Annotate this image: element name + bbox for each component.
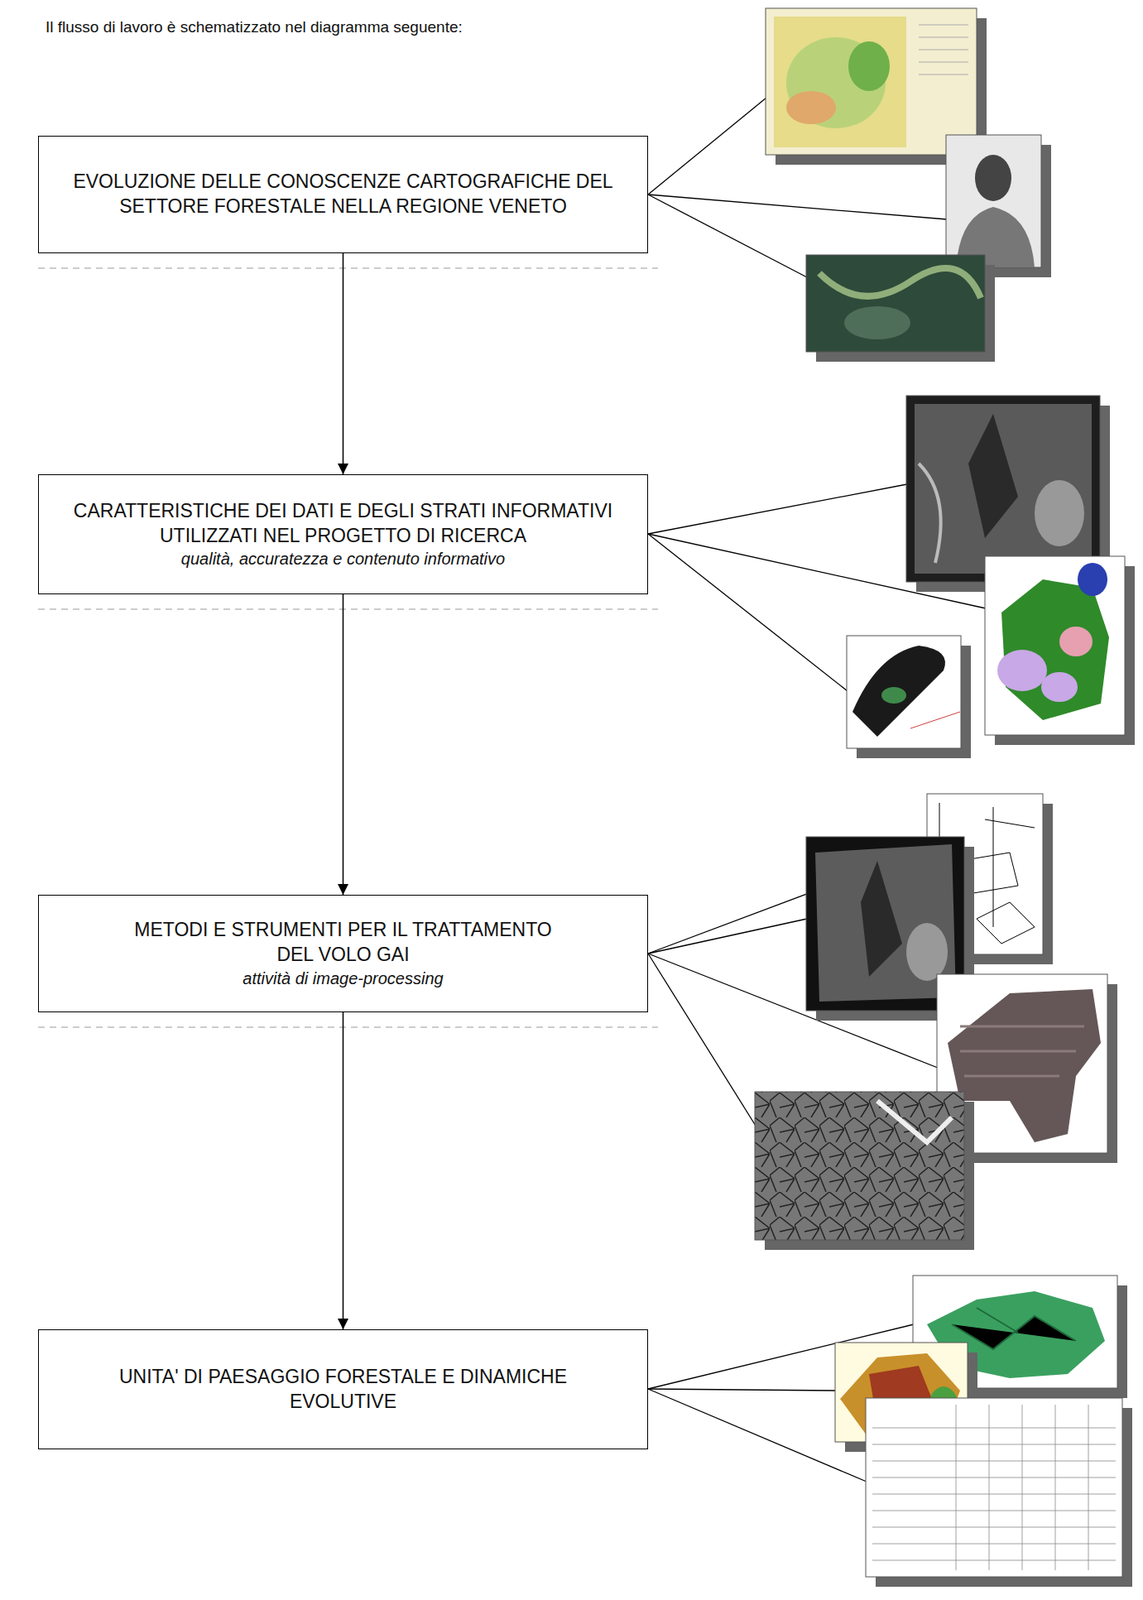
- thumbnail: [865, 1397, 1133, 1587]
- thumbnail: [846, 635, 971, 759]
- process-box: METODI E STRUMENTI PER IL TRATTAMENTO DE…: [38, 894, 649, 1013]
- thumbnail: [984, 556, 1135, 745]
- separator: [38, 268, 658, 1028]
- process-box: CARATTERISTICHE DEI DATI E DEGLI STRATI …: [38, 474, 649, 595]
- flow-arrow: [342, 253, 345, 475]
- box-subtitle: qualità, accuratezza e contenuto informa…: [181, 547, 505, 570]
- thumbnail: [806, 254, 995, 362]
- box-title: UNITA' DI PAESAGGIO FORESTALE E DINAMICH…: [115, 1364, 571, 1415]
- flow-arrow: [342, 594, 345, 895]
- box-title: EVOLUZIONE DELLE CONOSCENZE CARTOGRAFICH…: [55, 169, 631, 220]
- thumbnail: [754, 1091, 975, 1250]
- box-title: CARATTERISTICHE DEI DATI E DEGLI STRATI …: [55, 499, 631, 549]
- process-box: UNITA' DI PAESAGGIO FORESTALE E DINAMICH…: [38, 1329, 649, 1450]
- flow-arrow: [342, 1012, 345, 1330]
- process-box: EVOLUZIONE DELLE CONOSCENZE CARTOGRAFICH…: [38, 135, 649, 254]
- leader-line: [648, 97, 986, 1482]
- box-title: METODI E STRUMENTI PER IL TRATTAMENTO DE…: [115, 917, 571, 968]
- intro-text: Il flusso di lavoro è schematizzato nel …: [45, 18, 463, 37]
- box-subtitle: attività di image-processing: [242, 967, 443, 990]
